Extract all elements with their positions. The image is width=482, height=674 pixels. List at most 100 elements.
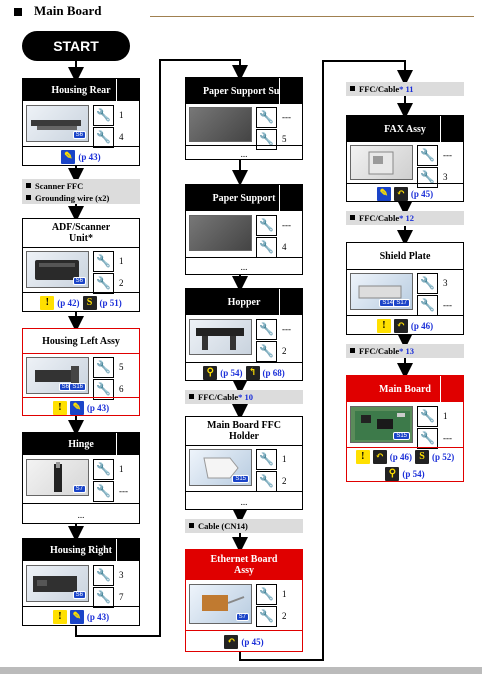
step-housing-right[interactable]: Housing Right S6 🔧3 🔧7 ! ✎ (p 43) [22,538,140,626]
step-main-board[interactable]: Main Board S15 🔧1 🔧--- ! ↶ (p 46) S (p 5… [346,375,464,482]
tool-count: --- [119,486,128,496]
reference-row-2: ⚲ (p 54) [347,465,463,482]
step-adf-scanner-unit[interactable]: ADF/Scanner Unit* S6 🔧1 🔧2 ! (p 42) S (p… [22,218,140,312]
start-terminal: START [22,31,130,61]
screw-tag: S6 [72,131,86,139]
part-photo: S6 [26,251,89,288]
step-shield-plate[interactable]: Shield Plate S14 S17 🔧3 🔧--- ! ↶ (p 46) [346,242,464,335]
screw-count: 3 [119,570,124,580]
ellipsis: ... [240,496,248,507]
page-ref-link[interactable]: (p 45) [241,637,264,647]
step-header: Housing Left Assy [23,329,139,354]
step-housing-left-assy[interactable]: Housing Left Assy S6 S16 🔧5 🔧6 ! ✎ (p 43… [22,328,140,416]
shield-illustration [358,285,402,299]
page-ref-link[interactable]: (p 51) [99,298,122,308]
tool-count: 5 [282,134,287,144]
step-paper-support-sub[interactable]: Paper Support Sub 🔧--- 🔧5 ... [185,77,303,160]
wrench-icon: 🔧 [417,295,438,316]
rotate-icon: ↶ [393,186,408,201]
page-ref-link[interactable]: (p 43) [86,402,110,413]
step-fax-assy[interactable]: FAX Assy 🔧--- 🔧3 ✎ ↶ (p 45) [346,115,464,202]
rotate-icon: ↶ [372,450,387,464]
screw-count: 1 [119,464,124,474]
screwdriver-icon: 🔧 [256,449,277,470]
reference-row: ... [186,145,302,161]
step-header: Shield Plate [347,243,463,270]
screw-count: --- [282,220,291,230]
tool-count: 4 [282,242,287,252]
step-header: Main Board FFC Holder [186,417,302,446]
step-header: ADF/Scanner Unit* [23,219,139,248]
note-text: FFC/Cable [359,213,400,223]
step-hinge[interactable]: Hinge S7 🔧1 🔧--- ... [22,432,140,524]
grease-icon: S [82,296,97,310]
step-housing-rear[interactable]: Housing Rear S6 🔧1 🔧4 ✎ (p 43) [22,78,140,166]
screw-count: 5 [119,362,124,372]
tweezers-icon: ✎ [69,610,84,624]
screwdriver-icon: 🔧 [256,215,277,236]
step-hopper[interactable]: Hopper 🔧--- 🔧2 ⚲ (p 54) ↰ (p 68) [185,288,303,381]
link-col2-col3 [239,60,413,661]
screwdriver-icon: 🔧 [93,459,114,480]
page-ref-link[interactable]: (p 54) [220,367,243,378]
screw-count: 3 [443,278,448,288]
page-ref-link[interactable]: (p 43) [78,152,101,162]
page-ref-link[interactable]: (p 52) [432,452,455,462]
tool-count: 6 [119,384,124,394]
part-photo: S14 S17 [350,273,413,310]
part-photo: S6 [26,105,89,142]
page-ref-link[interactable]: (p 68) [262,367,285,378]
step-header: Paper Support [186,185,302,211]
page-ref-link[interactable]: (p 45) [410,188,434,199]
screw-tag: S7 [72,485,86,493]
step-paper-support[interactable]: Paper Support 🔧--- 🔧4 ... [185,184,303,275]
caution-icon: ! [355,450,370,464]
lever-icon: ⚲ [203,365,218,380]
hinge-illustration [54,462,62,492]
page-header: Main Board [14,3,474,21]
part-photo [189,319,252,355]
screw-count: 1 [443,411,448,421]
housing-rear-illustration [31,120,81,130]
step-title: Main Board FFC Holder [207,420,281,442]
page-ref-link[interactable]: (p 46) [410,321,434,331]
note-mark: * 10 [238,392,254,402]
wrench-icon: 🔧 [93,273,114,294]
link-col1-col2 [75,59,248,637]
page-ref-link[interactable]: (p 46) [389,452,412,462]
part-photo [189,107,252,142]
screwdriver-icon: 🔧 [417,273,438,294]
note-mark: * 12 [399,213,415,223]
part-photo: S15 [350,406,413,443]
part-photo [350,145,413,180]
step-header: Hinge [23,433,139,455]
screw-count: --- [282,112,291,122]
wrench-icon: 🔧 [93,587,114,608]
reference-row: ... [186,491,302,511]
caution-icon: ! [376,319,391,333]
note-cable-cn14: Cable (CN14) [185,519,303,533]
screw-count: 1 [282,454,287,464]
screw-tag: S17 [393,299,410,307]
step-title: Paper Support Sub [202,85,286,97]
step-main-board-ffc-holder[interactable]: Main Board FFC Holder S15 🔧1 🔧2 ... [185,416,303,510]
step-header: Hopper [186,289,302,315]
wrench-icon: 🔧 [256,129,277,150]
fax-illustration [368,151,394,175]
page-ref-link[interactable]: (p 42) [57,298,80,308]
screw-tag: S6 [72,277,86,285]
note-mark: * 13 [399,346,415,356]
page-ref-link[interactable]: (p 43) [86,612,110,622]
hopper-illustration [196,328,244,350]
screwdriver-icon: 🔧 [417,406,438,427]
bullet-icon [26,183,31,188]
tool-count: --- [443,433,452,443]
step-title: Shield Plate [379,250,431,262]
step-header: Ethernet Board Assy [186,550,302,580]
step-header: Housing Rear [23,79,139,101]
step-ethernet-board-assy[interactable]: Ethernet Board Assy S7 🔧1 🔧2 ↶ (p 45) [185,549,303,652]
page-ref-link[interactable]: (p 54) [402,468,425,479]
note-line: Scanner FFC [35,181,84,191]
note-ffc-cable-11: FFC/Cable* 11 [346,82,464,96]
screwdriver-icon: 🔧 [417,145,438,166]
